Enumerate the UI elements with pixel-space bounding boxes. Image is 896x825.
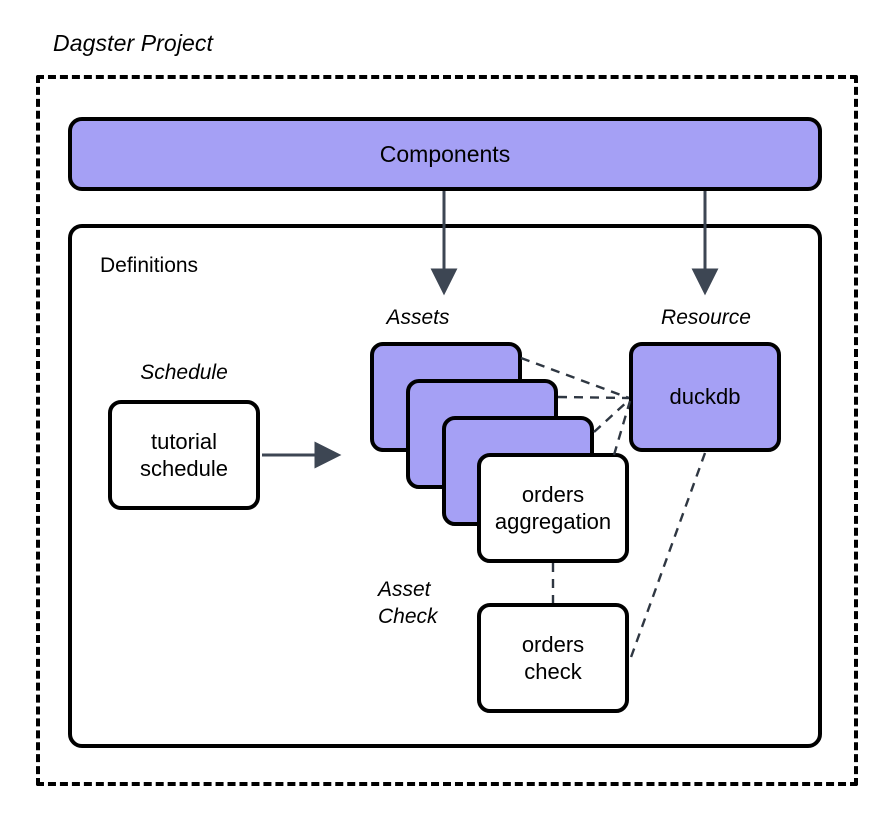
- tutorial-schedule-line2: schedule: [139, 456, 229, 481]
- orders-aggregation-box[interactable]: orders aggregation: [477, 453, 629, 563]
- orders-aggregation-text: orders aggregation: [495, 481, 611, 536]
- orders-check-line1: orders: [521, 631, 585, 657]
- tutorial-schedule-line1: tutorial: [150, 428, 218, 454]
- components-box[interactable]: Components: [68, 117, 822, 191]
- orders-aggregation-line1: orders: [521, 481, 585, 507]
- assets-caption: Assets: [386, 306, 450, 329]
- duckdb-resource-box[interactable]: duckdb: [629, 342, 781, 452]
- schedule-caption: Schedule: [140, 361, 228, 384]
- orders-check-line2: check: [524, 659, 582, 684]
- orders-check-box[interactable]: orders check: [477, 603, 629, 713]
- project-title: Dagster Project: [53, 30, 214, 56]
- dagster-project-boundary: [36, 75, 858, 786]
- components-label: Components: [379, 140, 511, 167]
- definitions-label: Definitions: [100, 254, 199, 277]
- duckdb-label: duckdb: [669, 384, 741, 410]
- orders-aggregation-line2: aggregation: [494, 509, 612, 534]
- asset-check-caption-line2: Check: [378, 604, 438, 628]
- orders-check-text: orders check: [522, 631, 584, 686]
- tutorial-schedule-text: tutorial schedule: [140, 428, 228, 483]
- asset-check-caption-line1: Asset: [378, 578, 431, 601]
- resource-caption: Resource: [661, 306, 751, 329]
- tutorial-schedule-box[interactable]: tutorial schedule: [108, 400, 260, 510]
- asset-check-caption: Asset Check: [378, 577, 480, 631]
